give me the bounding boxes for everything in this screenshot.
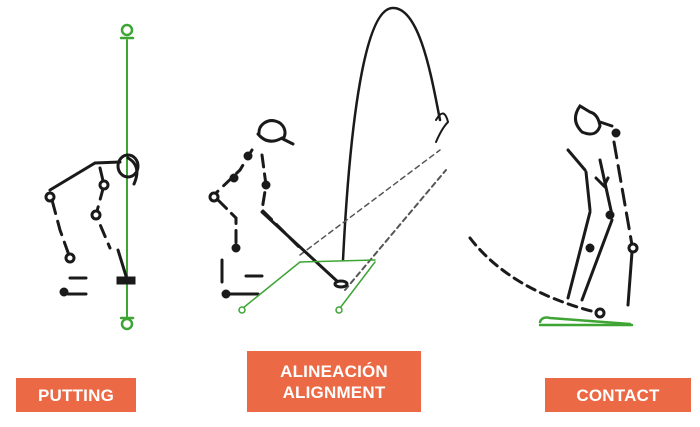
contact-figure xyxy=(468,104,639,327)
contact-label-bg xyxy=(545,378,691,412)
putting-head xyxy=(116,153,140,179)
contact-head xyxy=(574,104,602,136)
alignment-head xyxy=(257,119,295,146)
contact-label: CONTACT xyxy=(545,378,691,412)
alignment-guides xyxy=(238,259,376,314)
putting-label-bg xyxy=(16,378,136,412)
alignment-label-en: ALIGNMENT xyxy=(282,382,386,402)
putting-label: PUTTING xyxy=(16,378,136,412)
contact-ground-line xyxy=(538,316,634,327)
target-line-dashed xyxy=(299,149,441,256)
alignment-label-bg xyxy=(247,351,421,412)
top-pin-icon xyxy=(119,23,135,40)
swing-arc xyxy=(468,236,597,314)
contact-label-text: CONTACT xyxy=(576,385,660,405)
alignment-label-es: ALINEACIÓN xyxy=(280,361,388,381)
bottom-pin-icon xyxy=(119,316,135,331)
ball-flight-arc xyxy=(341,6,442,262)
alignment-figure xyxy=(208,6,450,314)
alignment-club xyxy=(260,210,340,284)
putting-label-text: PUTTING xyxy=(37,385,114,405)
putting-figure xyxy=(44,23,140,331)
putting-back xyxy=(48,160,122,192)
alignment-label: ALINEACIÓN ALIGNMENT xyxy=(247,351,421,412)
